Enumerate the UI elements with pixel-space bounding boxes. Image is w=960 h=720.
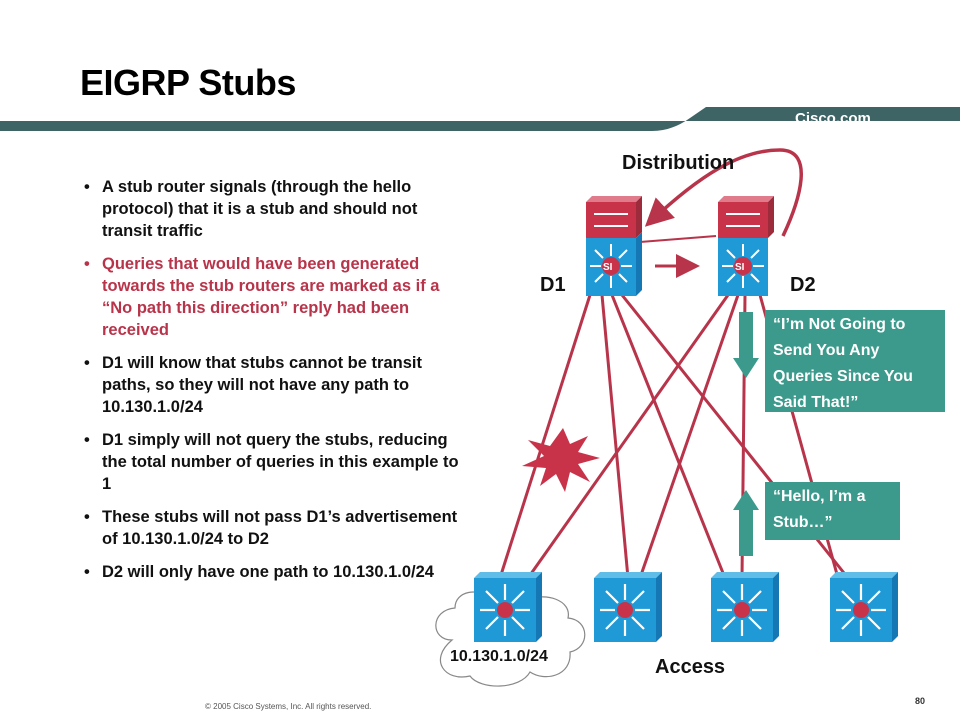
distribution-switch-d2-icon xyxy=(718,196,774,296)
bullet-item: D2 will only have one path to 10.130.1.0… xyxy=(82,561,462,583)
page-number: 80 xyxy=(915,696,926,706)
header-band xyxy=(0,107,960,131)
d2-label: D2 xyxy=(790,274,816,296)
distribution-label: Distribution xyxy=(622,152,735,174)
bullet-item: A stub router signals (through the hello… xyxy=(82,176,462,242)
teal-up-arrow-icon xyxy=(733,490,759,556)
callout-not-going: “I’m Not Going to Send You Any Queries S… xyxy=(765,310,945,412)
callout-hello-stub: “Hello, I’m a Stub…” xyxy=(765,482,900,540)
query-curve-arrow xyxy=(644,148,803,237)
switch-badge-d2: SI xyxy=(735,262,745,273)
bullet-item: These stubs will not pass D1’s advertise… xyxy=(82,506,462,550)
d1-label: D1 xyxy=(540,274,566,296)
bullet-item-highlight: Queries that would have been generated t… xyxy=(82,253,462,341)
bullet-item: D1 will know that stubs cannot be transi… xyxy=(82,352,462,418)
access-switch-4-icon xyxy=(830,572,898,642)
access-switch-1-icon xyxy=(474,572,542,642)
teal-down-arrow-icon xyxy=(733,312,759,378)
access-switch-2-icon xyxy=(594,572,662,642)
d1-d2-link xyxy=(639,235,717,243)
access-label: Access xyxy=(655,656,726,678)
footer-copyright: © 2005 Cisco Systems, Inc. All rights re… xyxy=(205,702,372,711)
switch-badge-d1: SI xyxy=(603,262,613,273)
bullet-item: D1 simply will not query the stubs, redu… xyxy=(82,429,462,495)
access-switch-3-icon xyxy=(711,572,779,642)
network-prefix-label: 10.130.1.0/24 xyxy=(450,648,548,665)
bullet-list: A stub router signals (through the hello… xyxy=(82,176,462,594)
slide-title: EIGRP Stubs xyxy=(80,62,296,103)
cisco-brand: Cisco.com xyxy=(795,110,871,127)
distribution-switch-d1-icon xyxy=(586,196,642,296)
failure-burst-icon xyxy=(522,428,600,492)
